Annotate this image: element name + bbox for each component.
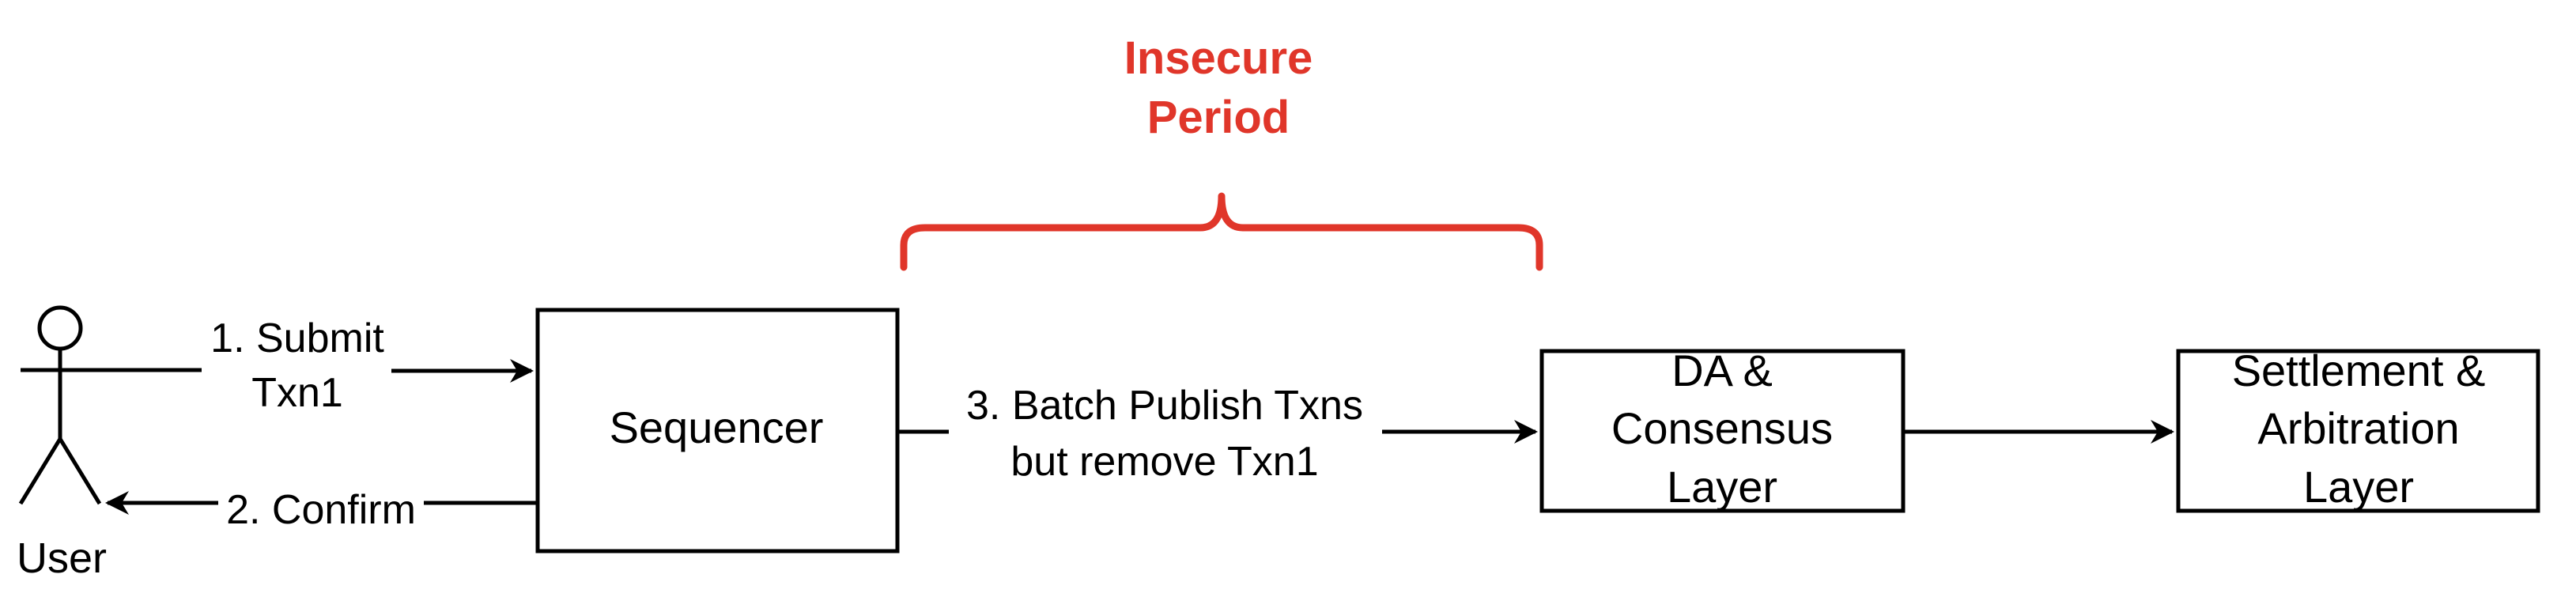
settlement-label-line3: Layer [2303,462,2414,512]
insecure-period-label-line2: Period [1147,92,1290,143]
sequencer-box [535,308,900,553]
user-label: User [17,535,107,582]
submit-label-line2: Txn1 [251,370,343,416]
sequencer-node: Sequencer [535,308,900,553]
batch-label-line1: 3. Batch Publish Txns [966,383,1363,429]
da-consensus-label-line3: Layer [1667,462,1777,512]
edge-confirm: 2. Confirm [105,487,538,533]
da-consensus-label-line1: DA & [1671,346,1773,395]
submit-label-line1: 1. Submit [210,315,384,361]
sequencer-label: Sequencer [610,402,824,452]
insecure-period-annotation: Insecure Period [900,32,1543,271]
user-actor: User [17,305,202,582]
edge-batch-publish: 3. Batch Publish Txns but remove Txn1 [897,383,1538,485]
da-consensus-box [1539,349,1906,513]
batch-label-line2: but remove Txn1 [1010,439,1318,485]
curly-brace-icon [900,192,1543,271]
da-consensus-node: DA & Consensus Layer [1539,346,1906,513]
stick-figure-icon [18,305,202,505]
da-consensus-label-line2: Consensus [1611,403,1833,453]
edge-submit: 1. Submit Txn1 [210,315,534,416]
settlement-label-line2: Arbitration [2257,403,2459,453]
insecure-period-label-line1: Insecure [1124,32,1313,84]
confirm-label: 2. Confirm [226,487,416,533]
settlement-arbitration-node: Settlement & Arbitration Layer [2176,346,2540,513]
settlement-arbitration-box [2176,349,2540,513]
settlement-label-line1: Settlement & [2232,346,2486,395]
